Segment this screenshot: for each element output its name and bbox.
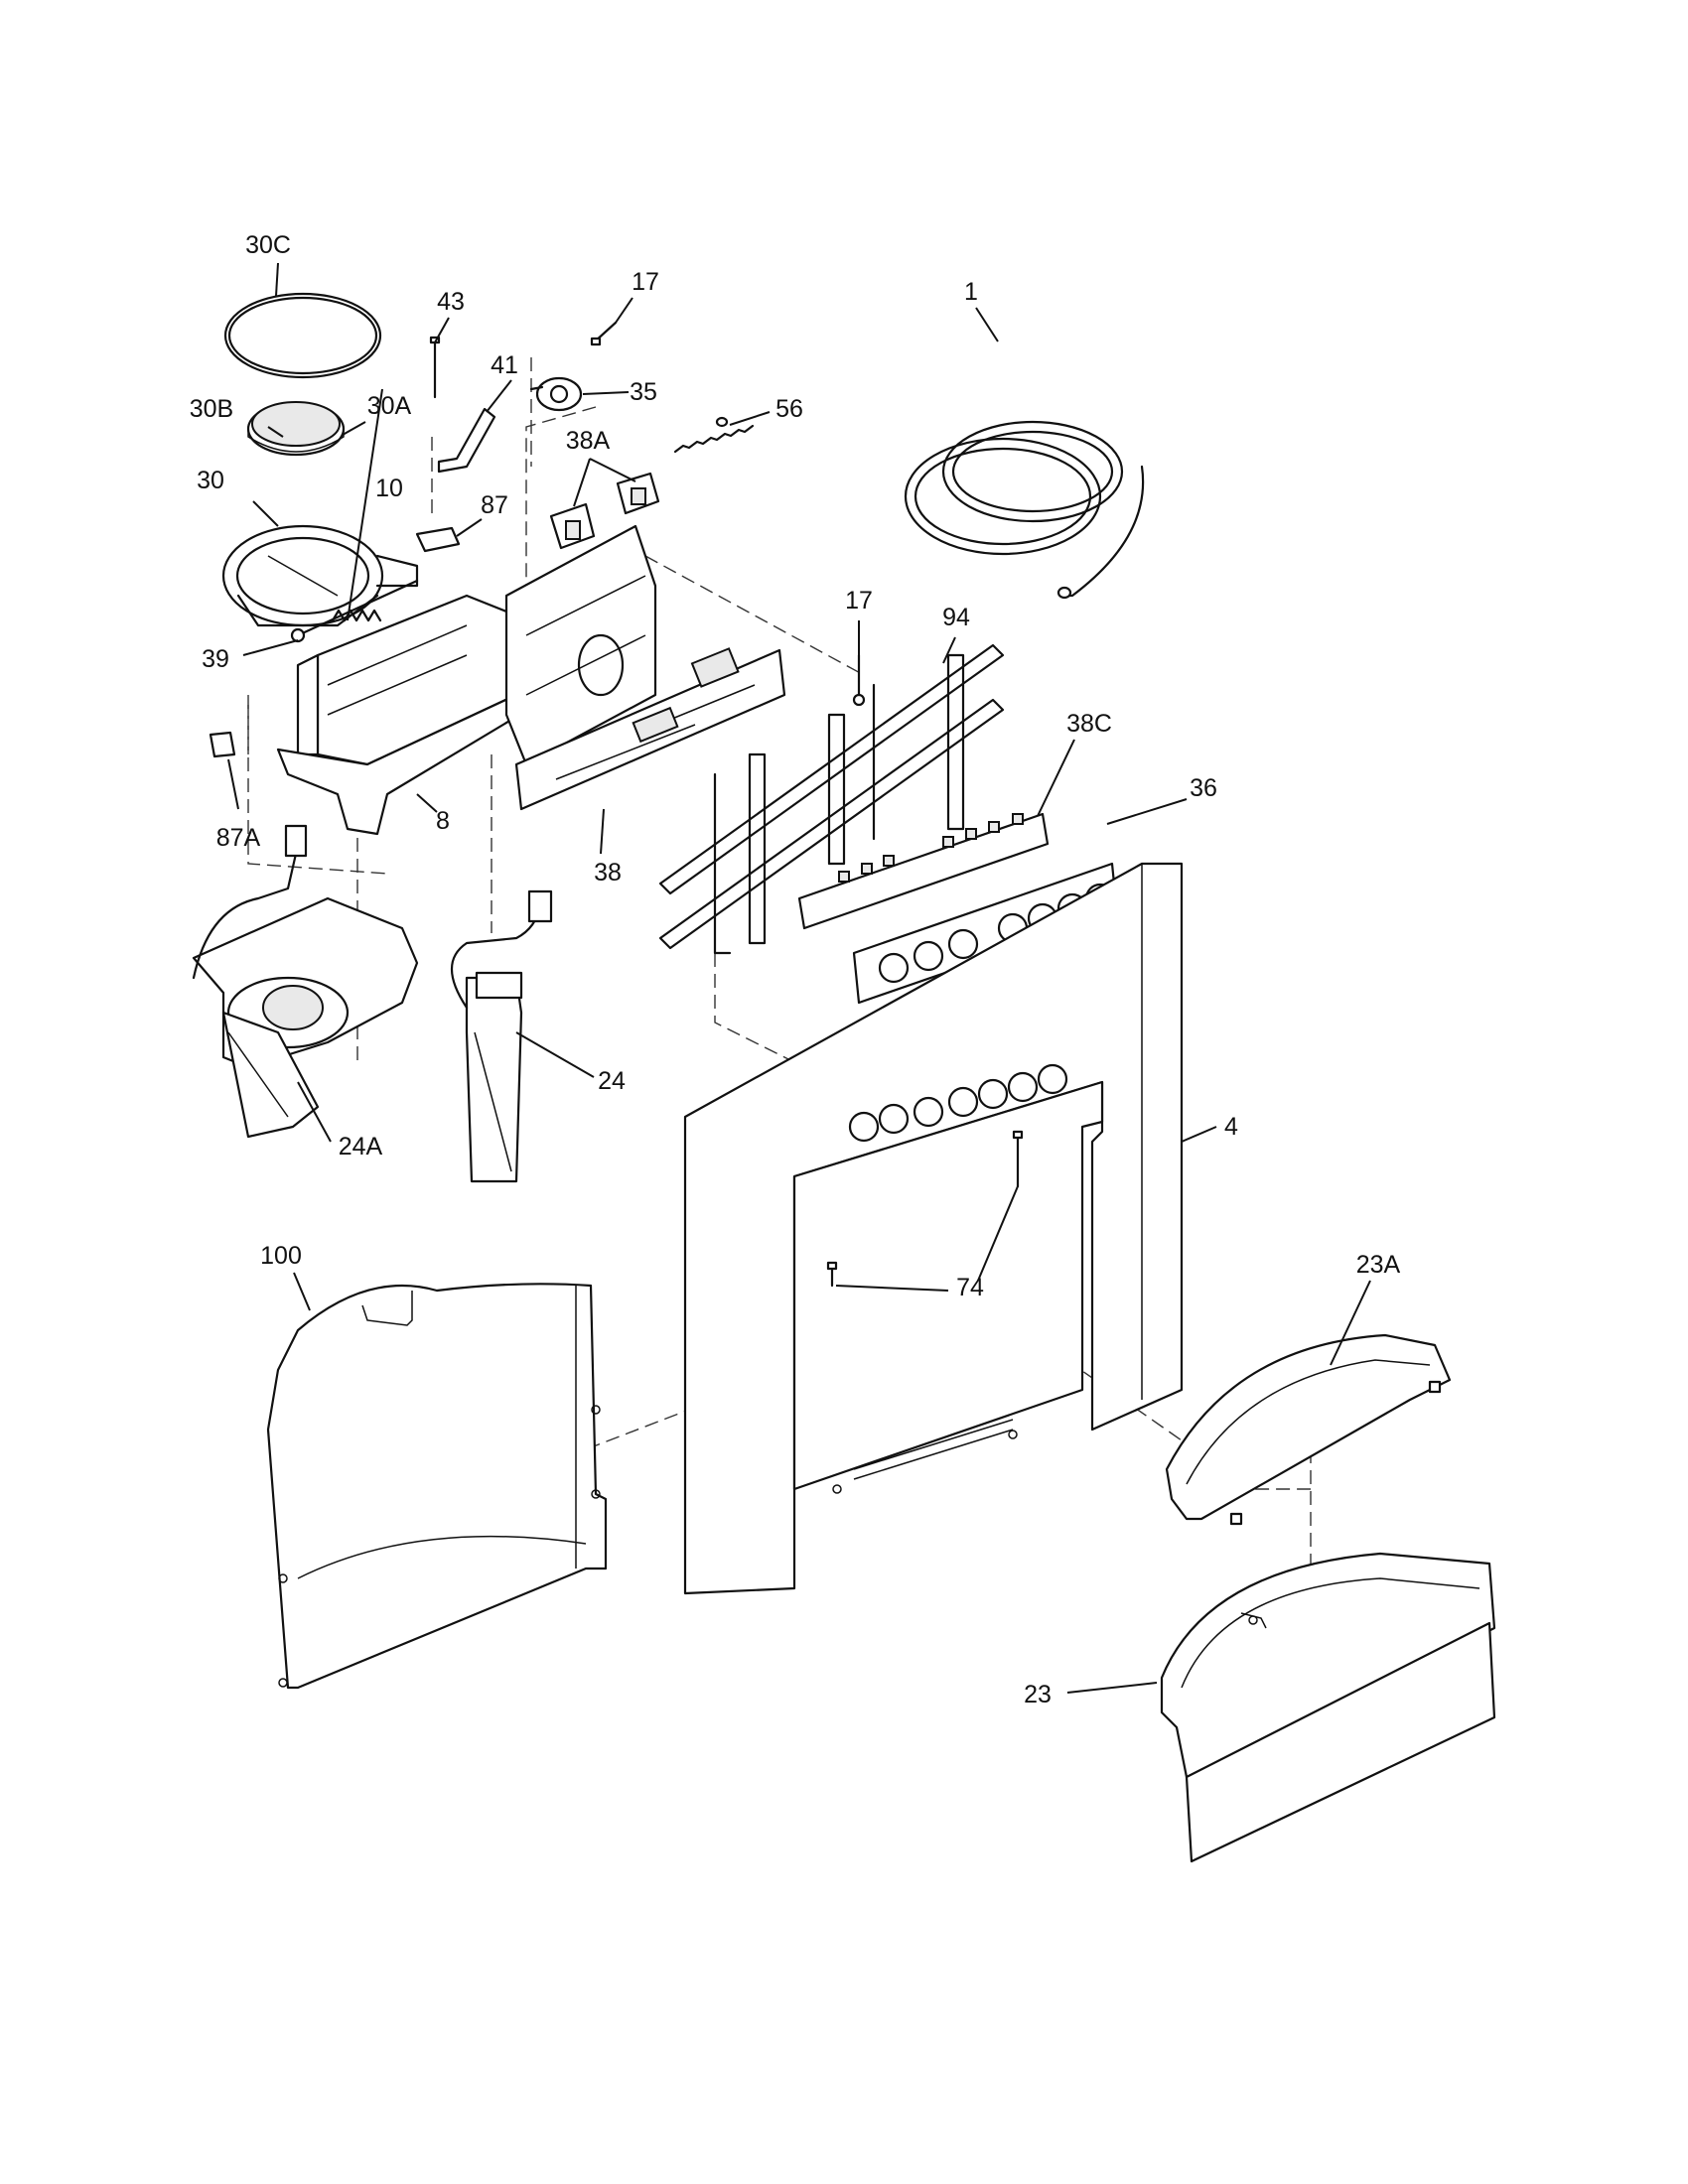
clip-87: [415, 526, 461, 553]
screw-17-top: [590, 321, 618, 346]
screw-74-upper: [1012, 1130, 1024, 1188]
callout-8: 8: [436, 807, 450, 835]
callout-100: 100: [260, 1242, 302, 1270]
ice-chute-actuator-24a: [192, 824, 419, 1139]
leader-lines: [227, 262, 1371, 1694]
dispenser-front-frame-4: [683, 862, 1184, 1595]
gasket-ring-30c: [223, 292, 382, 379]
callout-1: 1: [964, 278, 978, 306]
callout-labels: 30C 43 17 1 41 35 56 30B 30A 38A 30 10 8…: [190, 231, 1401, 1708]
light-housing-30: [221, 524, 419, 627]
water-tubing-1: [904, 420, 1145, 600]
callout-4: 4: [1224, 1113, 1238, 1141]
callout-23a: 23A: [1356, 1251, 1401, 1279]
ice-chute-switch-24: [450, 889, 553, 1183]
callout-39: 39: [202, 645, 229, 673]
drip-tray-23: [1160, 1552, 1496, 1863]
callout-87a: 87A: [216, 824, 261, 852]
callout-56: 56: [775, 395, 803, 423]
spring-10: [331, 609, 382, 622]
screw-56: [673, 416, 755, 454]
callout-17-top: 17: [632, 268, 659, 296]
callout-24a: 24A: [339, 1133, 383, 1160]
callout-23: 23: [1024, 1681, 1052, 1708]
screw-43: [429, 336, 441, 399]
switch-38a-left: [549, 502, 596, 550]
callout-38c: 38C: [1066, 710, 1112, 738]
support-frame-94: [658, 643, 1005, 955]
shield-100: [266, 1283, 608, 1690]
callout-94: 94: [942, 604, 970, 631]
control-board-38: [514, 647, 786, 811]
callout-38: 38: [594, 859, 622, 887]
callout-10: 10: [375, 475, 403, 502]
screw-74-lower: [826, 1261, 838, 1288]
callout-30: 30: [197, 467, 224, 494]
bracket-41: [437, 407, 496, 474]
lens-cap-30b: [246, 401, 346, 457]
screw-17-middle: [852, 653, 866, 707]
callout-38a: 38A: [566, 427, 611, 455]
callout-17-middle: 17: [845, 587, 873, 614]
callout-41: 41: [491, 351, 518, 379]
switch-panel-38c: [797, 812, 1050, 930]
clip-87a: [209, 731, 236, 758]
callout-43: 43: [437, 288, 465, 316]
dispenser-bracket-frame: [504, 524, 657, 766]
callout-35: 35: [630, 378, 657, 406]
callout-74: 74: [956, 1274, 984, 1301]
callout-87: 87: [481, 491, 508, 519]
callout-30c: 30C: [245, 231, 291, 259]
drip-tray-grille-23a: [1165, 1333, 1452, 1526]
callout-30a: 30A: [367, 392, 412, 420]
dispenser-housing-8: [276, 594, 538, 836]
callout-24: 24: [598, 1067, 626, 1095]
switch-38a-right: [616, 472, 660, 515]
callout-30b: 30B: [190, 395, 233, 423]
callout-36: 36: [1190, 774, 1217, 802]
motor-35: [529, 376, 583, 412]
